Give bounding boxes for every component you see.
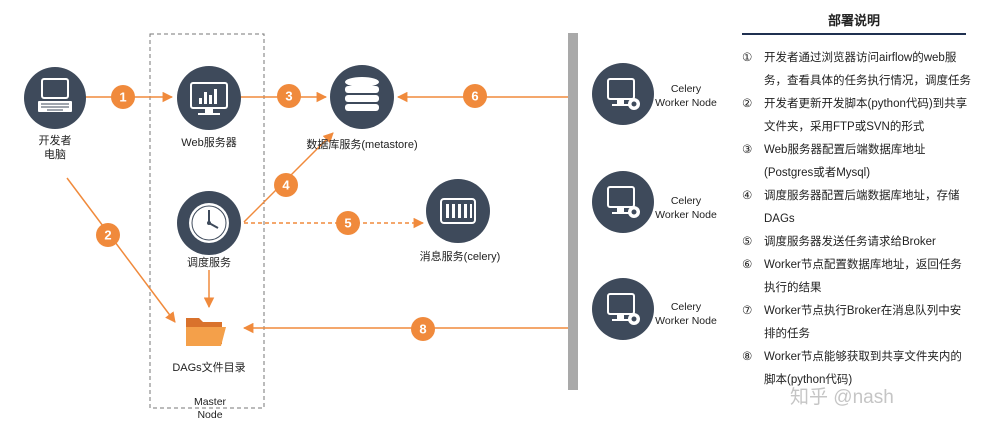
svg-text:8: 8 [419, 322, 426, 337]
worker-node-label: Celery Worker Node [655, 195, 717, 221]
watermark: 知乎 @nash [790, 387, 894, 408]
message-queue-icon [426, 179, 490, 243]
database-label: 数据库服务(metastore) [306, 139, 418, 151]
legend-item: ⑧ Worker节点能够获取到共享文件夹内的脚本(python代码) [742, 346, 972, 392]
legend-item-text: Worker节点配置数据库地址，返回任务执行的结果 [764, 259, 962, 294]
legend-item-number: ④ [742, 190, 753, 202]
message-queue-label: 消息服务(celery) [419, 251, 501, 263]
dev-pc-label: 开发者 电脑 [38, 135, 72, 161]
legend-item-text: 开发者更新开发脚本(python代码)到共享文件夹，采用FTP或SVN的形式 [764, 98, 968, 133]
clock-icon [177, 191, 241, 255]
legend-item-number: ② [742, 98, 753, 110]
svg-text:4: 4 [282, 178, 290, 193]
step-badge-6: 6 [463, 84, 487, 108]
worker-divider-bar [568, 33, 578, 390]
master-node-label: Master Node [193, 396, 227, 421]
legend-item-number: ⑤ [742, 236, 753, 248]
web-server-label: Web服务器 [181, 137, 237, 149]
worker-node-icon [592, 63, 654, 125]
legend-item-number: ⑧ [742, 351, 753, 363]
folder-icon [186, 318, 226, 346]
legend-divider [742, 33, 966, 35]
legend-item-text: Web服务器配置后端数据库地址(Postgres或者Mysql) [764, 144, 926, 179]
legend-item-number: ③ [742, 144, 753, 156]
legend-item-number: ① [742, 52, 753, 64]
svg-text:3: 3 [285, 89, 292, 104]
legend-item-number: ⑥ [742, 259, 753, 271]
flow-arrows [66, 91, 568, 334]
step-badge-8: 8 [411, 317, 435, 341]
scheduler-label: 调度服务 [187, 257, 231, 269]
computer-icon [24, 67, 86, 129]
legend-item: ② 开发者更新开发脚本(python代码)到共享文件夹，采用FTP或SVN的形式 [742, 93, 972, 139]
legend-item: ⑥ Worker节点配置数据库地址，返回任务执行的结果 [742, 254, 972, 300]
worker-node-icon [592, 171, 654, 233]
legend-item-text: Worker节点执行Broker在消息队列中安排的任务 [764, 305, 962, 340]
svg-text:1: 1 [119, 90, 126, 105]
legend-title: 部署说明 [827, 13, 880, 28]
worker-node-icon [592, 278, 654, 340]
legend-item: ⑦ Worker节点执行Broker在消息队列中安排的任务 [742, 300, 972, 346]
svg-text:2: 2 [104, 228, 111, 243]
master-node-box [149, 33, 265, 409]
legend-item-text: 开发者通过浏览器访问airflow的web服务，查看具体的任务执行情况，调度任务 [764, 52, 971, 87]
worker-node-label: Celery Worker Node [655, 301, 717, 327]
step-badge-3: 3 [277, 84, 301, 108]
database-icon [330, 65, 394, 129]
legend-item: ③ Web服务器配置后端数据库地址(Postgres或者Mysql) [742, 139, 972, 185]
step-badge-1: 1 [111, 85, 135, 109]
worker-node-label: Celery Worker Node [655, 83, 717, 109]
dags-label: DAGs文件目录 [172, 362, 246, 374]
legend-item: ④ 调度服务器配置后端数据库地址，存储DAGs [742, 185, 972, 231]
legend-item-text: 调度服务器发送任务请求给Broker [764, 236, 936, 248]
svg-text:6: 6 [471, 89, 478, 104]
arrow-2 [66, 177, 176, 323]
legend-item-number: ⑦ [742, 305, 753, 317]
legend-list: ① 开发者通过浏览器访问airflow的web服务，查看具体的任务执行情况，调度任… [742, 47, 972, 392]
legend-item: ① 开发者通过浏览器访问airflow的web服务，查看具体的任务执行情况，调度任… [742, 47, 972, 93]
step-badge-5: 5 [336, 211, 360, 235]
web-server-icon [177, 66, 241, 130]
step-badge-4: 4 [274, 173, 298, 197]
step-badges: 1 2 3 4 5 6 8 [96, 84, 487, 341]
svg-text:5: 5 [344, 216, 351, 231]
legend-item-text: 调度服务器配置后端数据库地址，存储DAGs [764, 190, 960, 225]
step-badge-2: 2 [96, 223, 120, 247]
legend-item-text: Worker节点能够获取到共享文件夹内的脚本(python代码) [764, 351, 962, 386]
legend-item: ⑤ 调度服务器发送任务请求给Broker [742, 231, 972, 254]
